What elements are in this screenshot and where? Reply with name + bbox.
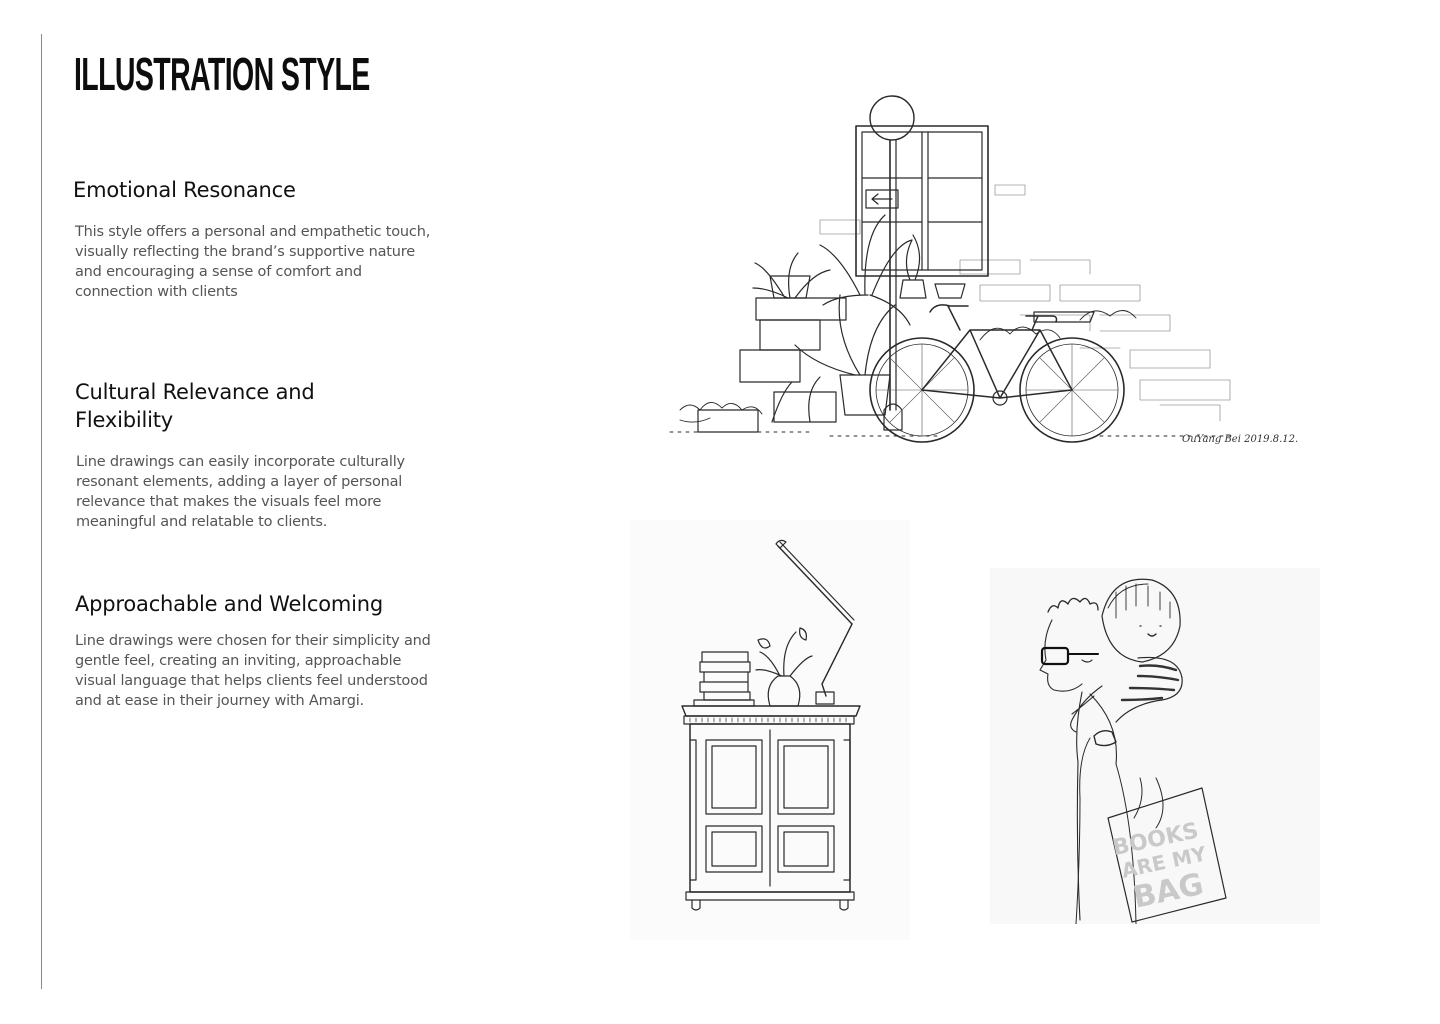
left-vertical-rule [41,34,42,989]
section-heading-approachable: Approachable and Welcoming [75,592,383,616]
parent-child-illustration: BOOKS ARE MY BAG [990,568,1320,924]
section-body-approachable: Line drawings were chosen for their simp… [75,633,431,709]
bicycle-window-sketch-icon: OuYang Bei 2019.8.12. [669,95,1298,445]
section-body-cultural-relevance: Line drawings can easily incorporate cul… [76,454,405,530]
section-heading-emotional-resonance: Emotional Resonance [73,178,296,202]
parent-child-sketch-icon: BOOKS ARE MY BAG [1039,578,1227,924]
artist-signature: OuYang Bei 2019.8.12. [1182,434,1298,445]
section-body-emotional-resonance: This style offers a personal and empathe… [75,224,431,300]
section-heading-cultural-relevance: Cultural Relevance and Flexibility [75,380,315,432]
bicycle-window-illustration: OuYang Bei 2019.8.12. [660,80,1300,470]
cabinet-lamp-sketch-icon [681,539,861,911]
page-title: ILLUSTRATION STYLE [74,48,370,100]
cabinet-illustration [630,520,910,940]
